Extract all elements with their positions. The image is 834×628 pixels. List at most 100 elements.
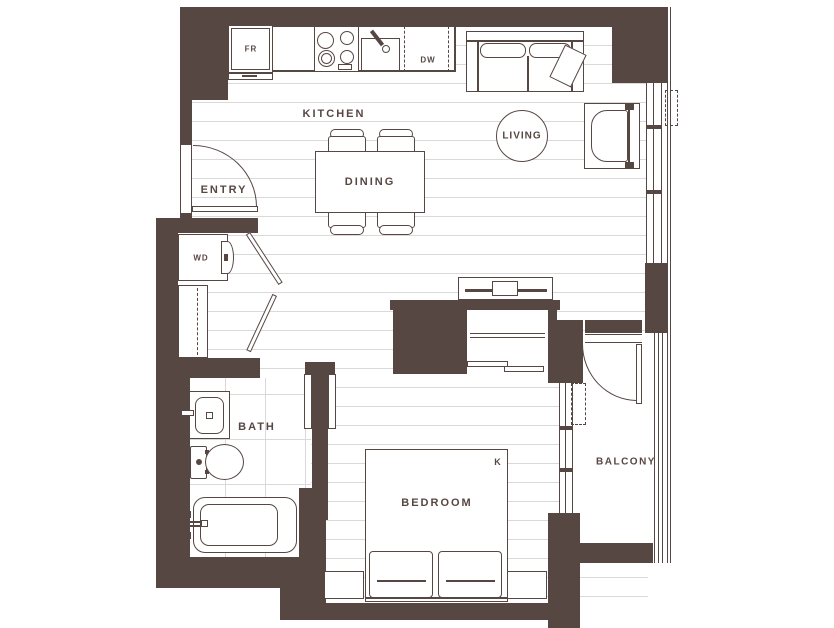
bath-label: BATH <box>238 421 276 433</box>
pillow-crease <box>377 580 426 582</box>
wall <box>156 218 258 233</box>
wall <box>557 320 583 383</box>
dining-table <box>315 151 425 213</box>
wall <box>299 488 326 588</box>
wall <box>305 362 335 374</box>
wall <box>612 7 668 83</box>
faucet-base <box>382 45 390 53</box>
chair-corner <box>625 103 634 110</box>
closet-slider <box>467 361 508 367</box>
entry-label: ENTRY <box>200 184 248 196</box>
sliding-door-panel <box>304 374 312 429</box>
burner-ring <box>321 53 332 64</box>
wall <box>393 300 467 374</box>
wall <box>180 7 228 100</box>
fridge <box>228 25 273 73</box>
bathtub-basin <box>200 504 278 546</box>
wall <box>585 320 642 333</box>
balcony-door-leaf <box>636 344 642 404</box>
bedroom-label: BEDROOM <box>401 497 473 509</box>
dishwasher-label: DW <box>420 55 436 65</box>
cooktop-control <box>338 64 352 70</box>
window-mullion <box>559 468 573 472</box>
balcony-railing <box>658 320 659 563</box>
burner <box>340 31 354 45</box>
dishwasher <box>404 26 449 72</box>
wall <box>312 374 328 520</box>
sliding-door-panel <box>328 374 336 429</box>
vent-detail <box>571 383 586 425</box>
toilet-bowl <box>205 444 244 480</box>
balcony-railing <box>654 320 655 563</box>
chair-corner <box>625 162 634 169</box>
dining-chair-back <box>379 225 413 235</box>
sofa-seat-split <box>527 56 529 91</box>
kitchen-label: KITCHEN <box>302 108 366 120</box>
chair-back-line <box>628 104 630 168</box>
nightstand <box>324 571 364 599</box>
wall <box>180 213 192 220</box>
tub-faucet-head <box>201 520 208 527</box>
washer-dryer <box>178 234 228 281</box>
closet-rod-dashed <box>197 288 198 355</box>
entry-door-leaf <box>192 206 258 212</box>
sofa-arm-line <box>477 41 479 91</box>
fridge-label: FR <box>244 44 258 54</box>
entry-closet <box>178 285 208 358</box>
sink-drain <box>206 412 213 419</box>
fridge-inner-line <box>231 28 270 70</box>
wall <box>156 358 260 378</box>
washer-dryer-handle <box>224 254 228 261</box>
wall <box>390 300 560 310</box>
balcony-label: BALCONY <box>596 456 656 468</box>
sofa-back-line <box>466 40 584 42</box>
wall <box>228 7 612 27</box>
washer-dryer-label: WD <box>193 253 209 263</box>
balcony-railing <box>662 320 663 563</box>
sofa-cushion <box>480 43 526 58</box>
fridge-handle <box>242 75 257 77</box>
wall <box>300 603 580 620</box>
bedroom-closet <box>467 310 548 362</box>
wall <box>645 263 668 333</box>
chair-cushion <box>591 110 628 162</box>
entry-door-opening <box>180 145 192 213</box>
bed-foot-line <box>366 597 507 599</box>
toilet-hinge <box>205 470 209 474</box>
closet-shelf-rod <box>470 333 545 338</box>
window-mullion <box>559 426 573 430</box>
exterior-mask <box>140 588 303 628</box>
wall <box>156 557 303 588</box>
tub-faucet-line <box>188 525 206 527</box>
window-mullion <box>646 125 662 129</box>
wall <box>548 513 580 628</box>
bed-pillow <box>438 551 502 598</box>
bed-pillow <box>369 551 433 598</box>
window-mullion <box>646 190 662 194</box>
balcony-door-threshold <box>585 334 642 343</box>
tv-mount <box>492 281 518 296</box>
tub-wall-nub <box>186 511 191 518</box>
bed-size-label: K <box>494 457 502 467</box>
tub-faucet-line <box>188 521 206 523</box>
dining-chair-back <box>330 225 364 235</box>
balcony-edge-line <box>667 7 671 563</box>
counter-edge <box>272 70 456 72</box>
closet-slider <box>504 366 544 372</box>
wall <box>548 300 557 383</box>
pillow-crease <box>446 580 495 582</box>
vent-detail <box>665 90 678 126</box>
counter-edge <box>454 27 456 72</box>
burner <box>340 50 354 64</box>
burner <box>317 32 334 49</box>
wall <box>156 218 178 362</box>
nightstand <box>507 571 547 599</box>
wall <box>180 100 192 145</box>
living-label-circle <box>496 110 548 162</box>
bedroom-window <box>559 383 573 513</box>
vanity-faucet <box>181 410 194 416</box>
wall <box>573 543 653 563</box>
tub-wall-nub <box>186 532 191 539</box>
dining-label: DINING <box>344 176 396 188</box>
